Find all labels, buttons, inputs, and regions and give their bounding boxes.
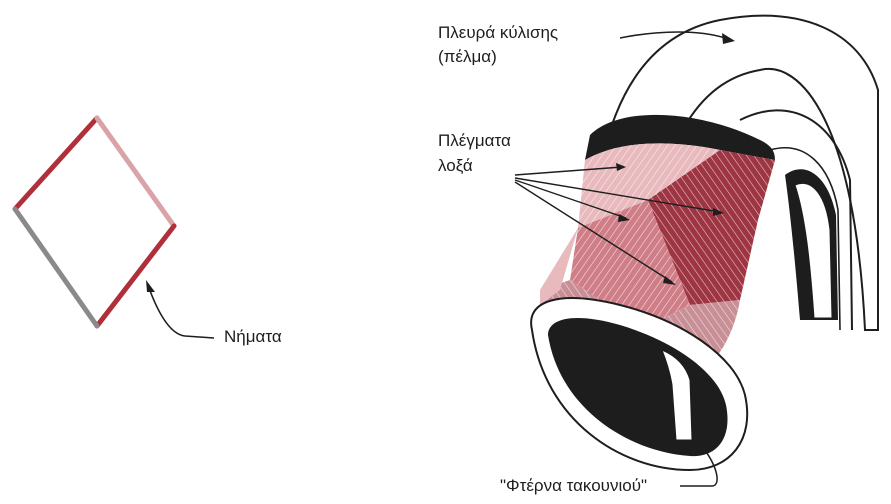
- thread-parallelogram: [15, 118, 174, 326]
- label-threads: Νήματα: [224, 326, 282, 347]
- threads-leader-line: [149, 288, 214, 338]
- threads-arrowhead: [146, 280, 155, 292]
- label-plies-line1: Πλέγματα: [438, 130, 511, 151]
- label-tread-line1: Πλευρά κύλισης: [438, 22, 558, 43]
- label-bead: "Φτέρνα τακουνιού": [500, 475, 647, 496]
- thread-edge-top-right: [97, 118, 174, 226]
- thread-edge-top-left: [15, 118, 97, 209]
- label-tread-line2: (πέλμα): [438, 46, 497, 67]
- thread-edge-bottom-left: [15, 209, 97, 326]
- thread-edge-bottom-right: [97, 226, 174, 326]
- label-plies-line2: λοξά: [438, 155, 473, 176]
- tire: [531, 16, 878, 470]
